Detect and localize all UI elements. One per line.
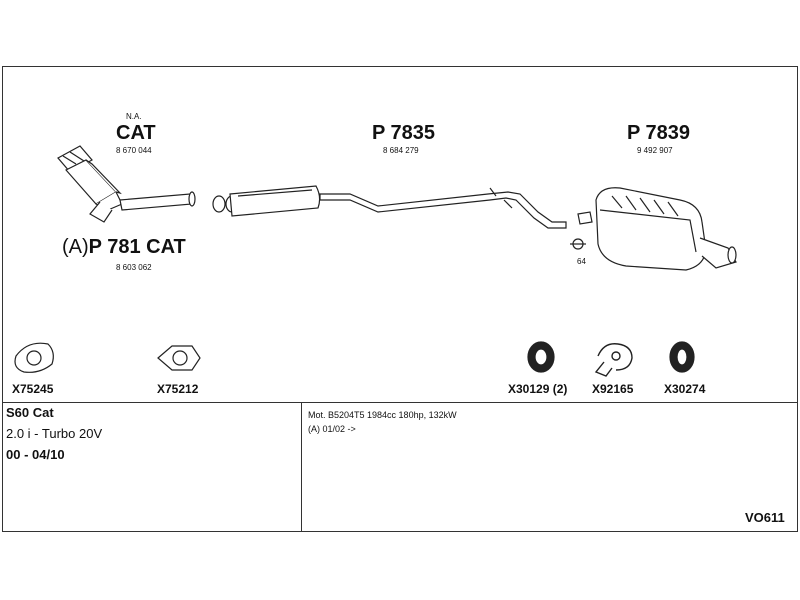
info-column-divider	[301, 403, 302, 531]
rubber-mount-icon	[527, 341, 555, 373]
alt-cat-prefix: (A)	[62, 236, 89, 258]
rear-muffler-icon	[577, 187, 737, 271]
rear-muffler-number: 9 492 907	[637, 146, 673, 155]
mid-pipe-number: 8 684 279	[383, 146, 419, 155]
hanger-ref: 64	[577, 257, 586, 266]
date-note: (A) 01/02 ->	[308, 424, 356, 434]
diagram-frame	[2, 66, 798, 532]
part-code: X92165	[592, 382, 634, 396]
cat-number: 8 670 044	[116, 146, 152, 155]
catalytic-converter-icon	[57, 145, 196, 223]
cat-prefix: N.A.	[126, 112, 142, 121]
intermediate-pipe-icon	[212, 185, 567, 229]
gasket-2bolt-icon	[157, 345, 201, 371]
gasket-3bolt-icon	[14, 342, 54, 373]
vehicle-engine: 2.0 i - Turbo 20V	[6, 426, 103, 441]
info-divider	[3, 402, 797, 403]
rubber-mount-icon	[669, 341, 695, 373]
mid-pipe-code: P 7835	[372, 122, 436, 144]
vehicle-years: 00 - 04/10	[6, 447, 65, 462]
hanger-icon	[570, 238, 586, 250]
part-code: X75212	[157, 382, 199, 396]
clamp-icon	[594, 343, 633, 377]
cat-code: CAT	[116, 122, 156, 144]
vehicle-model: S60 Cat	[6, 405, 54, 420]
alt-cat-label: (A)P 781 CAT	[62, 236, 186, 259]
part-code: X75245	[12, 382, 54, 396]
alt-cat-code: P 781 CAT	[88, 236, 186, 258]
part-code: X30274	[664, 382, 706, 396]
part-code: X30129 (2)	[508, 382, 568, 396]
catalog-ref: VO611	[745, 510, 785, 525]
engine-note: Mot. B5204T5 1984cc 180hp, 132kW	[308, 410, 457, 420]
rear-muffler-code: P 7839	[627, 122, 691, 144]
alt-cat-number: 8 603 062	[116, 263, 152, 272]
